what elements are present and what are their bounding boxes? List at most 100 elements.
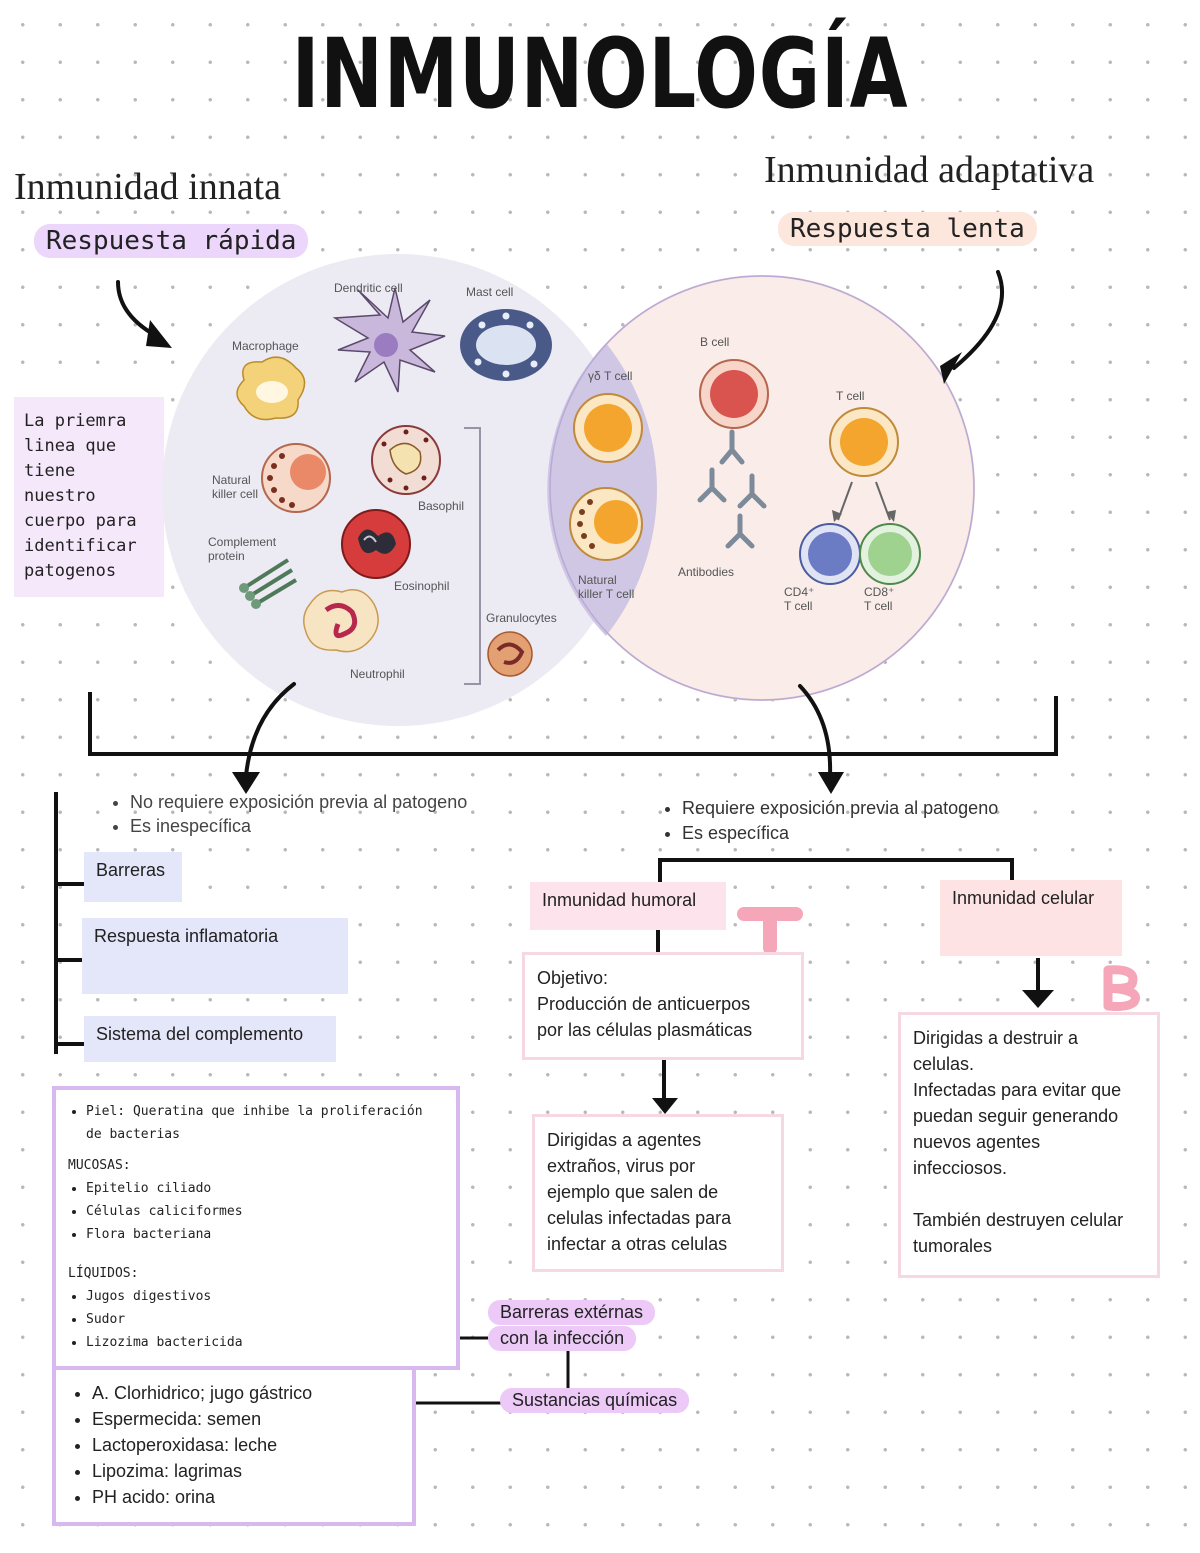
adaptive-bullet: Requiere exposición previa al patogeno [682, 796, 998, 821]
innate-heading: Inmunidad innata [14, 166, 281, 208]
celular-line: Dirigidas a destruir a [913, 1028, 1079, 1048]
arrowhead-icon [832, 510, 842, 522]
liquido-item: Jugos digestivos [86, 1285, 444, 1308]
natural-killer-cell-icon [261, 443, 331, 513]
mast-label: Mast cell [466, 285, 513, 299]
granulocyte-bracket [464, 427, 481, 685]
gamma-delta-t-cell-icon [573, 393, 643, 463]
b-cell-icon [699, 359, 769, 429]
mucosas-title: MUCOSAS: [68, 1158, 131, 1173]
arrowhead-icon [232, 772, 260, 794]
note-line: identificar [24, 536, 137, 556]
innate-note: La priemra linea que tiene nuestro cuerp… [14, 397, 164, 597]
arrow-innate-down [244, 682, 296, 778]
arrow-adaptive-down [798, 684, 833, 778]
celular-line: puedan seguir generando [913, 1106, 1119, 1126]
tcell-label: T cell [836, 389, 864, 403]
liquido-item: Sudor [86, 1308, 444, 1331]
chem-item: A. Clorhidrico; jugo gástrico [92, 1380, 398, 1406]
liquidos-title: LÍQUIDOS: [68, 1266, 139, 1281]
dendritic-cell-icon [332, 287, 446, 393]
target-line: extraños, virus por [547, 1156, 696, 1176]
tag-external-2: con la infección [488, 1326, 637, 1351]
complement-label-2: protein [208, 549, 245, 563]
innate-bullet: No requiere exposición previa al patogen… [130, 790, 467, 814]
cd4-label-1: CD4⁺ [784, 585, 814, 599]
mast-cell-icon [460, 309, 552, 381]
arrow-adaptive-top [952, 270, 1004, 370]
cd4-label-2: T cell [784, 599, 812, 613]
chem-item: PH acido: orina [92, 1484, 398, 1510]
innate-bullets: No requiere exposición previa al patogen… [108, 790, 467, 838]
component-barreras: Barreras [84, 852, 182, 902]
antibodies-icon [697, 429, 767, 549]
cd8-label-2: T cell [864, 599, 892, 613]
note-line: patogenos [24, 561, 117, 581]
barriers-detail-box: Piel: Queratina que inhibe la proliferac… [52, 1086, 460, 1370]
cd8-label-1: CD8⁺ [864, 585, 894, 599]
chem-item: Lipozima: lagrimas [92, 1458, 398, 1484]
liquido-item: Lizozima bactericida [86, 1331, 444, 1354]
chem-list-box: A. Clorhidrico; jugo gástrico Espermecid… [52, 1370, 416, 1526]
celular-line: nuevos agentes [913, 1132, 1041, 1152]
tag-chemicals: Sustancias químicas [500, 1388, 690, 1413]
basophil-label: Basophil [418, 499, 464, 513]
nkt-label-2: killer T cell [578, 587, 634, 601]
target-line: celulas infectadas para [547, 1208, 732, 1228]
note-line: linea que [24, 436, 117, 456]
target-line: ejemplo que salen de [547, 1182, 719, 1202]
arrowhead-icon [818, 772, 844, 794]
celular-spacer [913, 1181, 1145, 1207]
slow-response-pill: Respuesta lenta [778, 212, 1037, 246]
t-cell-icon [829, 407, 899, 477]
skin-item: Piel: Queratina que inhibe la proliferac… [86, 1100, 444, 1146]
celular-line: También destruyen celular [913, 1210, 1124, 1230]
component-respuesta-inflamatoria: Respuesta inflamatoria [82, 918, 348, 994]
objective-line: Objetivo: [537, 968, 609, 988]
humoral-target: Dirigidas a agentes extraños, virus por … [532, 1114, 784, 1272]
arrowhead-icon [1022, 990, 1054, 1008]
celular-line: infecciosos. [913, 1158, 1008, 1178]
celular-title: Inmunidad celular [940, 880, 1122, 956]
mucosa-item: Células caliciformes [86, 1200, 444, 1223]
granulocytes-label: Granulocytes [486, 611, 557, 625]
target-line: Dirigidas a agentes [547, 1130, 702, 1150]
adaptive-bullets: Requiere exposición previa al patogeno E… [660, 796, 998, 846]
main-bracket [88, 692, 1058, 756]
objective-line: por las células plasmáticas [537, 1020, 753, 1040]
complement-protein-icon [239, 558, 298, 609]
neutrophil-label: Neutrophil [350, 667, 405, 681]
granulocytes-icon [487, 631, 533, 677]
letter-t-icon [737, 907, 803, 955]
bcell-label: B cell [700, 335, 729, 349]
chem-item: Espermecida: semen [92, 1406, 398, 1432]
celular-line: celulas. [913, 1054, 975, 1074]
arrowhead-icon [940, 352, 962, 384]
macrophage-label: Macrophage [232, 339, 299, 353]
note-line: nuestro [24, 486, 96, 506]
macrophage-icon [236, 356, 306, 421]
gd-label: γδ T cell [588, 369, 632, 383]
note-line: tiene [24, 461, 76, 481]
target-line: infectar a otras celulas [547, 1234, 728, 1254]
arrowhead-icon [652, 1098, 678, 1114]
letter-b-icon [1103, 965, 1140, 1011]
humoral-objective: Objetivo: Producción de anticuerpos por … [522, 952, 804, 1060]
cd8-t-cell-icon [859, 523, 921, 585]
arrowhead-icon [146, 320, 172, 348]
celular-line: Infectadas para evitar que [913, 1080, 1122, 1100]
nk-label-1: Natural [212, 473, 251, 487]
humoral-title: Inmunidad humoral [530, 882, 726, 930]
note-line: cuerpo para [24, 511, 137, 531]
cd4-t-cell-icon [799, 523, 861, 585]
mucosa-item: Flora bacteriana [86, 1223, 444, 1246]
adaptive-tree [658, 858, 1014, 882]
nk-label-2: killer cell [212, 487, 258, 501]
innate-bullet: Es inespecífica [130, 814, 467, 838]
eosinophil-icon [341, 509, 411, 579]
eosinophil-label: Eosinophil [394, 579, 449, 593]
adaptive-circle-outline [549, 275, 975, 701]
complement-label-1: Complement [208, 535, 277, 549]
tag-external-1: Barreras extérnas [488, 1300, 656, 1325]
mucosa-item: Epitelio ciliado [86, 1177, 444, 1200]
